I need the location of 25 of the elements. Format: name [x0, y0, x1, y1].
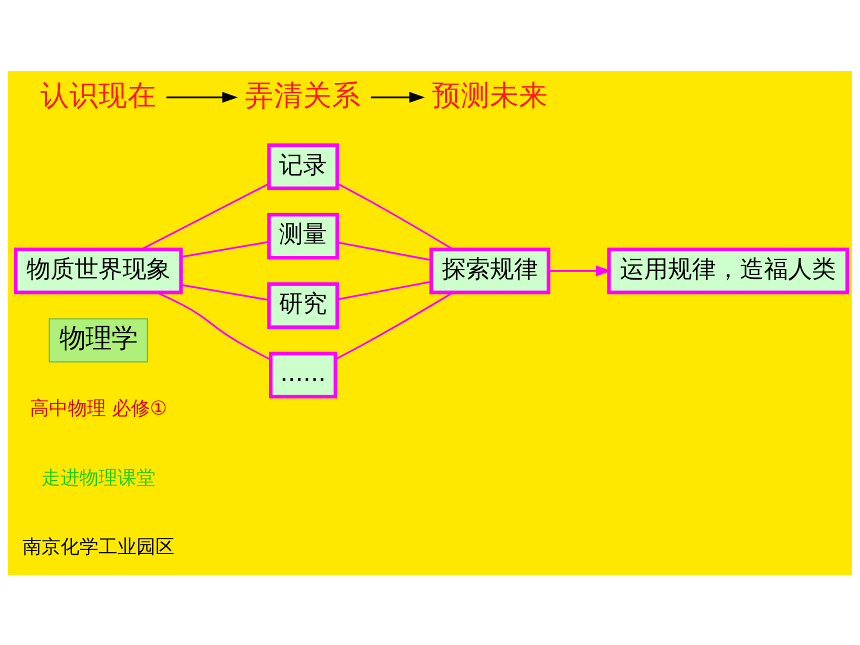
arrow [370, 91, 425, 102]
node-box: 物质世界现象 [14, 247, 183, 294]
label: 南京化学工业园区 [22, 534, 174, 558]
node-text: 认识现在 [40, 77, 156, 112]
connector [181, 284, 270, 300]
node-text: 预测未来 [432, 77, 548, 112]
connector [156, 291, 272, 360]
connector [337, 280, 432, 300]
node-text: 弄清关系 [245, 77, 362, 112]
node-box: 研究 [267, 282, 340, 328]
connector [181, 240, 270, 258]
node-box: 物理学 [48, 318, 148, 362]
node-box: 测量 [267, 212, 340, 260]
label: 走进物理课堂 [41, 465, 156, 488]
node-box: 记录 [267, 142, 340, 190]
connector [336, 182, 454, 250]
arrow [548, 264, 612, 276]
connector [141, 182, 270, 250]
label: 高中物理 必修① [30, 396, 168, 419]
node-box: 运用规律，造福人类 [607, 247, 849, 294]
arrow [166, 91, 238, 102]
node-box: ...... [268, 351, 338, 398]
connector [337, 241, 432, 260]
connector [335, 291, 454, 360]
node-box: 探索规律 [429, 247, 550, 294]
